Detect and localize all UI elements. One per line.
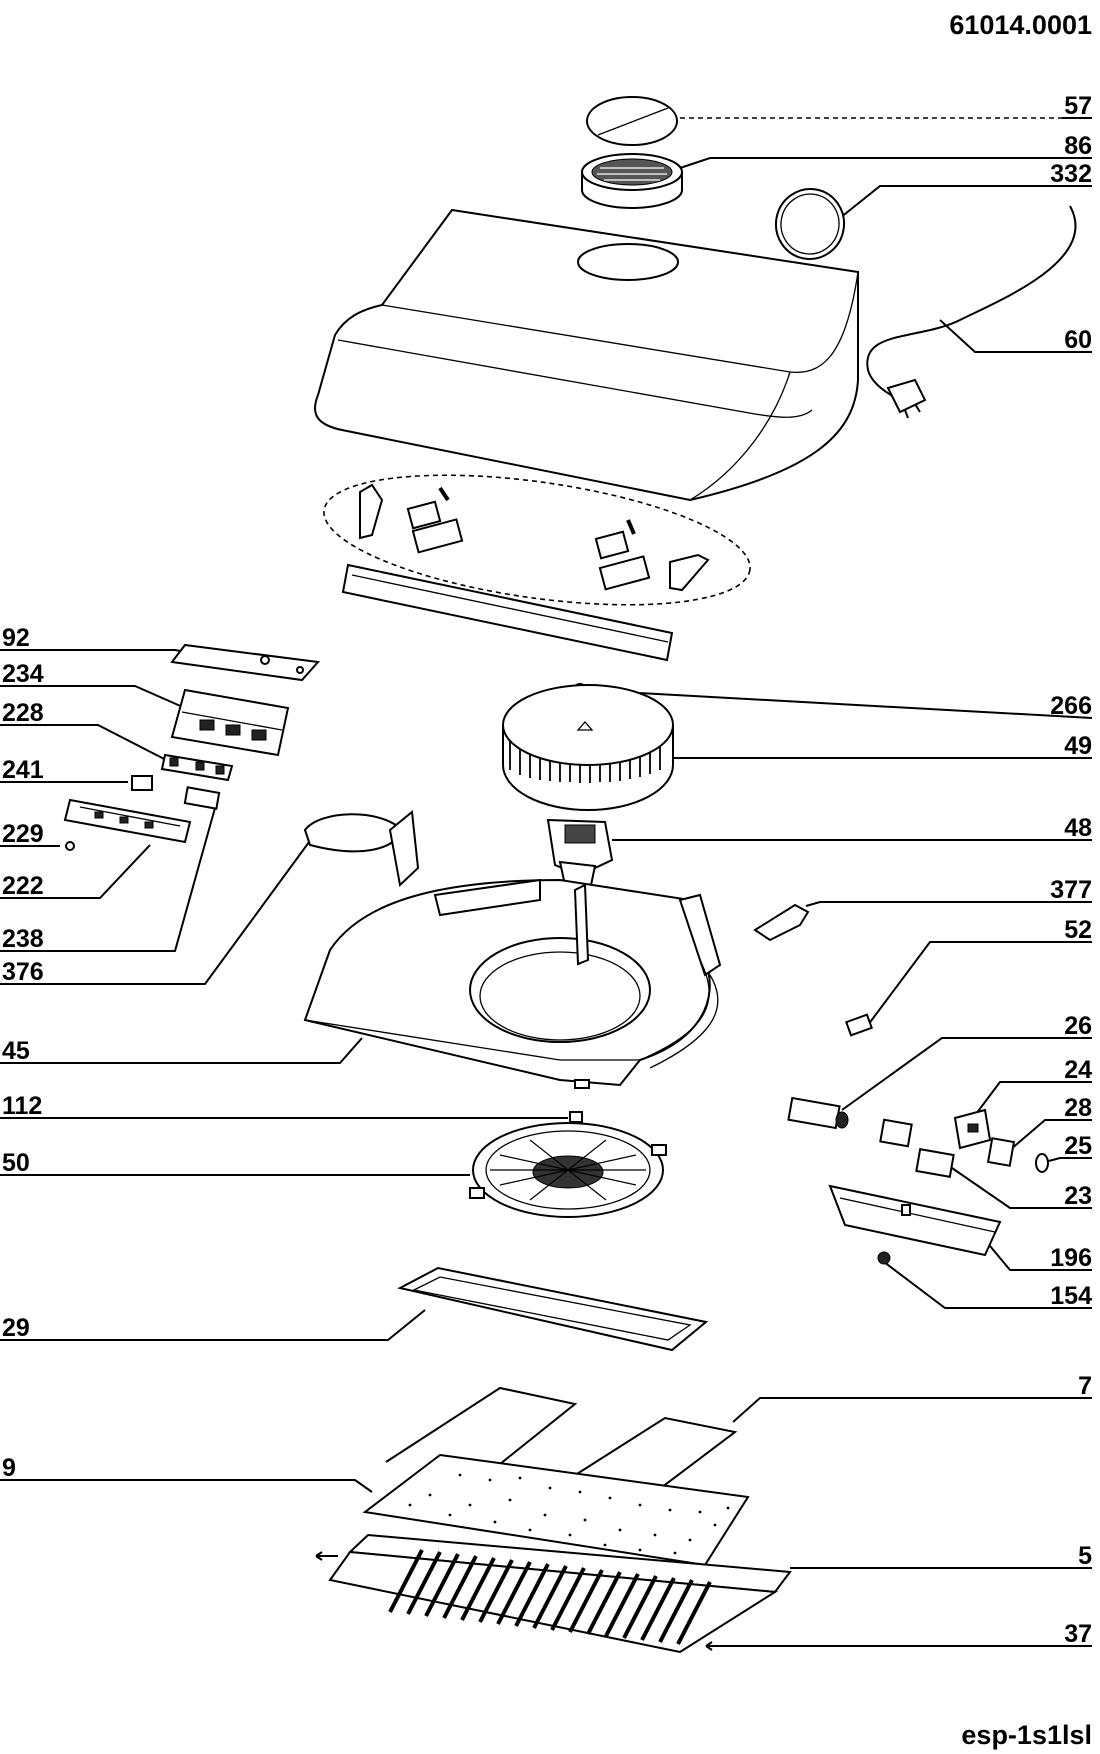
bracket-377-part: [753, 903, 810, 942]
callout-196: 196: [984, 1239, 1092, 1272]
drawing-number: 61014.0001: [949, 10, 1092, 40]
callout-23: 23: [951, 1167, 1092, 1210]
wire-clips-part: [385, 1386, 738, 1516]
callout-label-45: 45: [2, 1037, 30, 1065]
callout-7: 7: [732, 1372, 1092, 1423]
filter-tray-part: [315, 1533, 792, 1654]
callout-label-37: 37: [1064, 1620, 1092, 1648]
plate-92-part: [170, 643, 321, 682]
callout-label-28: 28: [1064, 1094, 1092, 1122]
callout-228: 228: [0, 699, 171, 763]
callout-label-241: 241: [2, 756, 44, 784]
screw-229-part: [65, 841, 75, 851]
callout-37: 37: [718, 1620, 1092, 1648]
switch-module-part: [170, 688, 290, 757]
callout-86: 86: [679, 132, 1092, 169]
button-row-part: [160, 753, 234, 782]
callout-45: 45: [0, 1037, 363, 1065]
callout-label-376: 376: [2, 958, 44, 986]
callout-28: 28: [1009, 1094, 1092, 1151]
callout-label-238: 238: [2, 925, 44, 953]
callout-label-49: 49: [1064, 732, 1092, 760]
callout-52: 52: [867, 916, 1092, 1026]
control-parts-group: [323, 474, 751, 606]
connector-52-part: [844, 1013, 874, 1037]
block-238-part: [183, 786, 221, 810]
callout-112: 112: [0, 1092, 568, 1120]
grease-filter-round-part: [469, 1122, 667, 1218]
callout-234: 234: [0, 660, 186, 709]
callout-376: 376: [0, 837, 313, 986]
front-panel-part: [63, 798, 192, 844]
callout-label-154: 154: [1050, 1282, 1092, 1310]
fan-wheel-part: [502, 684, 674, 811]
frame-29-part: [397, 1266, 709, 1352]
callout-label-23: 23: [1064, 1182, 1092, 1210]
switch-23-part: [915, 1148, 955, 1178]
callout-label-92: 92: [2, 624, 30, 652]
knob-241-part: [131, 775, 153, 791]
callout-label-9: 9: [2, 1454, 16, 1482]
callout-241: 241: [0, 756, 128, 784]
grille-ring-part: [581, 153, 683, 209]
callout-266: 266: [584, 689, 1093, 720]
fitting-112-part: [569, 1111, 583, 1123]
callout-229: 229: [0, 820, 60, 848]
callout-label-60: 60: [1064, 326, 1092, 354]
callout-label-25: 25: [1064, 1132, 1092, 1160]
socket-part: [879, 1118, 913, 1148]
base-chassis-part: [303, 878, 722, 1089]
callout-label-234: 234: [2, 660, 44, 688]
callout-label-196: 196: [1050, 1244, 1092, 1272]
callout-label-26: 26: [1064, 1012, 1092, 1040]
callout-label-5: 5: [1078, 1542, 1092, 1570]
callout-label-222: 222: [2, 872, 44, 900]
callout-154: 154: [883, 1261, 1092, 1310]
callout-26: 26: [841, 1012, 1092, 1111]
callout-label-229: 229: [2, 820, 44, 848]
callout-label-29: 29: [2, 1314, 30, 1342]
cover-disc-part: [586, 96, 678, 146]
light-strip-part: [341, 563, 674, 662]
screw-154-part: [877, 1251, 891, 1265]
callout-label-50: 50: [2, 1149, 30, 1177]
callout-50: 50: [0, 1149, 470, 1177]
callout-label-377: 377: [1050, 876, 1092, 904]
callout-label-48: 48: [1064, 814, 1092, 842]
callout-label-24: 24: [1064, 1056, 1092, 1084]
power-cord-part: [866, 205, 1077, 419]
callout-label-112: 112: [2, 1092, 42, 1120]
callout-5: 5: [790, 1542, 1092, 1570]
callout-label-266: 266: [1050, 692, 1092, 720]
hood-housing-part: [314, 208, 859, 502]
ring-332-part: [774, 188, 846, 260]
callout-label-332: 332: [1050, 160, 1092, 188]
callout-238: 238: [0, 807, 216, 953]
switch-24-part: [953, 1108, 992, 1150]
callout-57: 57: [680, 92, 1092, 120]
callout-24: 24: [969, 1056, 1092, 1123]
callout-label-86: 86: [1064, 132, 1092, 160]
drawing-code: esp-1s1lsl: [961, 1720, 1092, 1750]
callout-49: 49: [660, 732, 1092, 760]
switch-28-part: [986, 1137, 1016, 1167]
callout-label-52: 52: [1064, 916, 1092, 944]
callout-label-228: 228: [2, 699, 44, 727]
callout-60: 60: [939, 319, 1092, 354]
callout-48: 48: [612, 814, 1092, 842]
light-cover-part: [828, 1184, 1002, 1257]
callout-label-57: 57: [1064, 92, 1092, 120]
washer-25-part: [1035, 1153, 1049, 1173]
damper-flap-part: [303, 810, 420, 887]
callout-25: 25: [1044, 1132, 1092, 1163]
callout-29: 29: [0, 1309, 426, 1342]
callout-222: 222: [0, 844, 151, 900]
callout-377: 377: [805, 876, 1092, 907]
callout-label-7: 7: [1078, 1372, 1092, 1400]
callout-332: 332: [834, 160, 1092, 223]
lamp-holder-part: [787, 1096, 849, 1130]
callout-9: 9: [0, 1454, 373, 1493]
